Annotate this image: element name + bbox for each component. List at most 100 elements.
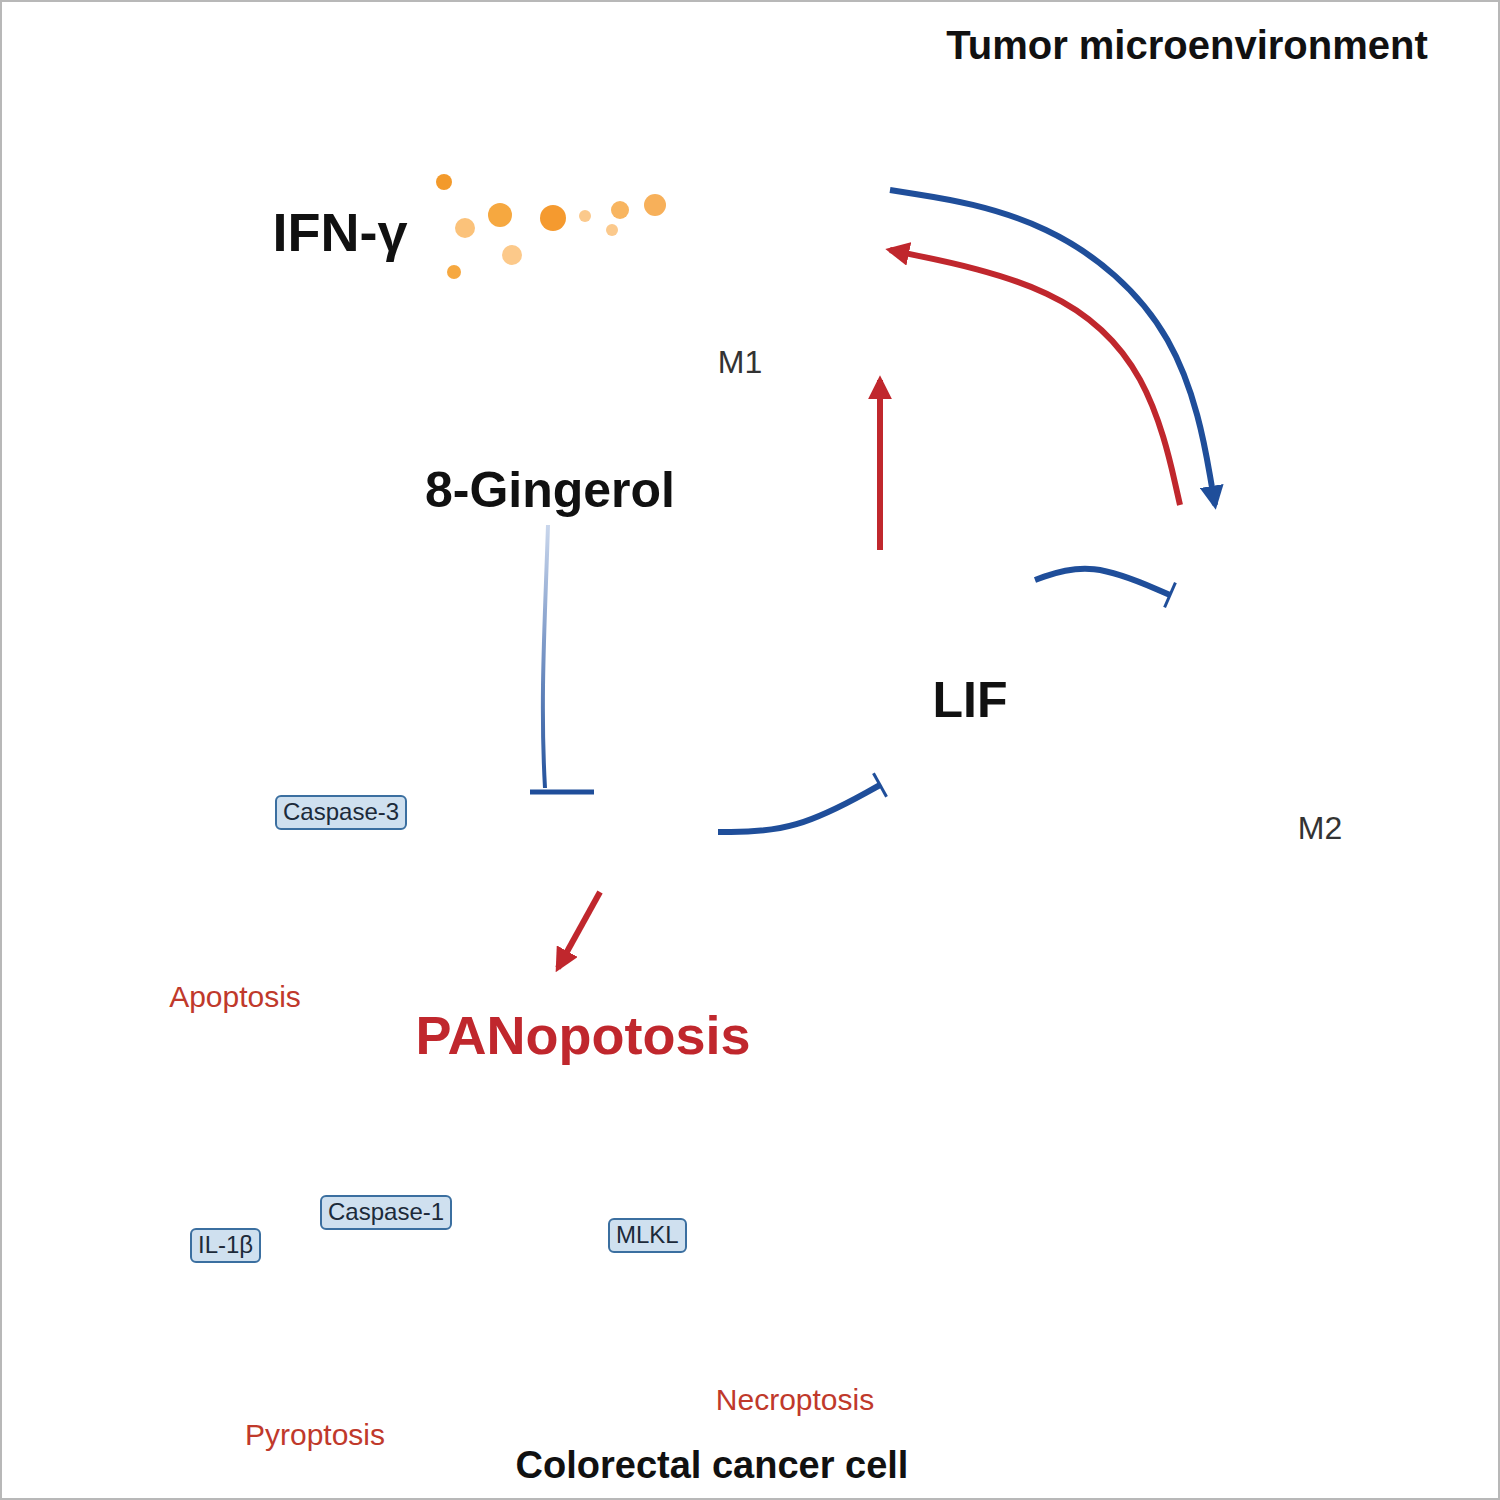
inhibition-bar bbox=[530, 790, 594, 795]
cytokine-label: IFN-γ bbox=[273, 202, 408, 262]
vesicle bbox=[683, 132, 690, 139]
cell-nucleus bbox=[681, 143, 787, 262]
released-particle bbox=[284, 1273, 289, 1278]
vesicle bbox=[1336, 707, 1355, 726]
apoptotic-body bbox=[274, 684, 306, 716]
nucleus-fragment bbox=[208, 742, 252, 838]
released-particle bbox=[139, 1204, 144, 1209]
label-holder: PANopotosis bbox=[416, 1004, 751, 1066]
apoptotic-body bbox=[246, 919, 274, 947]
released-particle bbox=[288, 1299, 293, 1304]
organelle-swelling bbox=[885, 1275, 915, 1305]
apoptosis-cell: ApoptosisCaspase-3 bbox=[60, 665, 360, 1015]
released-particle bbox=[482, 1336, 489, 1343]
vesicle bbox=[827, 235, 839, 247]
text-holder: M1 bbox=[718, 344, 762, 381]
cell-nucleus bbox=[1256, 578, 1362, 697]
released-particle bbox=[104, 1098, 113, 1107]
released-particle bbox=[135, 1344, 144, 1353]
lif-molecule bbox=[887, 590, 913, 616]
lif-molecule bbox=[897, 652, 913, 668]
activation-arrow bbox=[890, 250, 1180, 505]
vesicle bbox=[1367, 557, 1381, 571]
lif-molecule bbox=[850, 557, 866, 573]
vesicle bbox=[1283, 534, 1298, 549]
cell-cytoplasm bbox=[0, 468, 1005, 1500]
vesicle bbox=[1237, 563, 1254, 580]
text-holder: Apoptosis bbox=[169, 980, 301, 1014]
compound-label: 8-Gingerol bbox=[425, 462, 675, 518]
membrane-inner bbox=[94, 502, 979, 1500]
released-particle bbox=[181, 1351, 186, 1356]
released-particle bbox=[443, 1162, 447, 1166]
inhibition-connector bbox=[1035, 569, 1170, 595]
text-holder: Necroptosis bbox=[716, 1383, 874, 1417]
vesicle bbox=[819, 184, 828, 193]
pyroptosis-cell-shape bbox=[30, 1065, 530, 1455]
apoptosis-cell-shape bbox=[60, 665, 360, 1015]
node-label: Necroptosis bbox=[716, 1383, 874, 1416]
cell-body bbox=[610, 67, 876, 346]
membrane-band bbox=[106, 486, 991, 1500]
cell-body bbox=[1182, 506, 1452, 779]
released-particle bbox=[203, 1093, 211, 1101]
cancer-cell: Colorectal cancer cellLIFApoptosisCaspas… bbox=[0, 470, 1010, 1500]
released-particle bbox=[227, 1290, 233, 1296]
released-particle bbox=[472, 1091, 479, 1098]
lif-molecule bbox=[869, 677, 895, 703]
released-particle bbox=[427, 1340, 432, 1345]
apoptotic-body bbox=[66, 801, 94, 829]
heading: Tumor microenvironment bbox=[946, 23, 1428, 67]
label-holder: IFN-γ bbox=[273, 201, 408, 263]
vesicle bbox=[629, 214, 642, 227]
ifn-gamma-dots bbox=[436, 174, 666, 279]
m1-macrophage-shape bbox=[600, 65, 890, 380]
marker-box: IL-1β bbox=[190, 1228, 261, 1263]
released-particle bbox=[457, 1376, 462, 1381]
released-particle bbox=[398, 1287, 404, 1293]
lif-molecule bbox=[830, 657, 846, 673]
released-particle bbox=[339, 1364, 348, 1373]
lif-node: LIF bbox=[562, 802, 718, 878]
apoptotic-body bbox=[310, 763, 334, 787]
secreted-lif-shape bbox=[800, 550, 1035, 785]
released-particle bbox=[521, 1132, 530, 1141]
released-particle bbox=[276, 1304, 282, 1310]
marker-box: MLKL bbox=[608, 1218, 687, 1253]
secreted-lif: LIF bbox=[800, 550, 1035, 785]
released-particle bbox=[504, 1141, 510, 1147]
lif-molecule bbox=[860, 710, 872, 722]
marker-box: Caspase-1 bbox=[320, 1195, 452, 1230]
node-label: M2 bbox=[1298, 810, 1342, 846]
released-particle bbox=[504, 1168, 512, 1176]
lif-molecule bbox=[928, 588, 946, 606]
text-holder: LIF bbox=[933, 671, 1008, 729]
lif-molecule bbox=[808, 761, 826, 779]
released-particle bbox=[349, 1257, 358, 1266]
marker-box: Caspase-3 bbox=[275, 795, 407, 830]
lif-molecule bbox=[817, 616, 835, 634]
necroptosis-cell: Necroptosis MLKL bbox=[600, 1080, 940, 1420]
text-holder: M2 bbox=[1298, 810, 1342, 847]
released-particle bbox=[408, 1154, 412, 1158]
marker-label: IL-1β bbox=[198, 1231, 253, 1258]
nucleus-fragment bbox=[173, 823, 217, 867]
vesicle bbox=[655, 134, 664, 143]
released-particle bbox=[109, 1230, 118, 1239]
pyroptosis-cell: PyroptosisIL-1βCaspase-1 bbox=[30, 1065, 530, 1455]
activation-arrow bbox=[890, 190, 1215, 505]
marker-label: Caspase-3 bbox=[283, 798, 399, 825]
cell-membrane bbox=[0, 468, 1005, 1500]
vesicle bbox=[1411, 634, 1419, 642]
organelle-swelling bbox=[880, 1165, 900, 1185]
vesicle bbox=[732, 106, 748, 122]
lif-molecule bbox=[839, 705, 861, 727]
released-particle bbox=[330, 1351, 334, 1355]
apoptotic-body bbox=[146, 671, 174, 699]
released-particle bbox=[289, 1306, 293, 1310]
label-holder: 8-Gingerol bbox=[425, 461, 675, 519]
activation-arrow bbox=[877, 380, 883, 550]
